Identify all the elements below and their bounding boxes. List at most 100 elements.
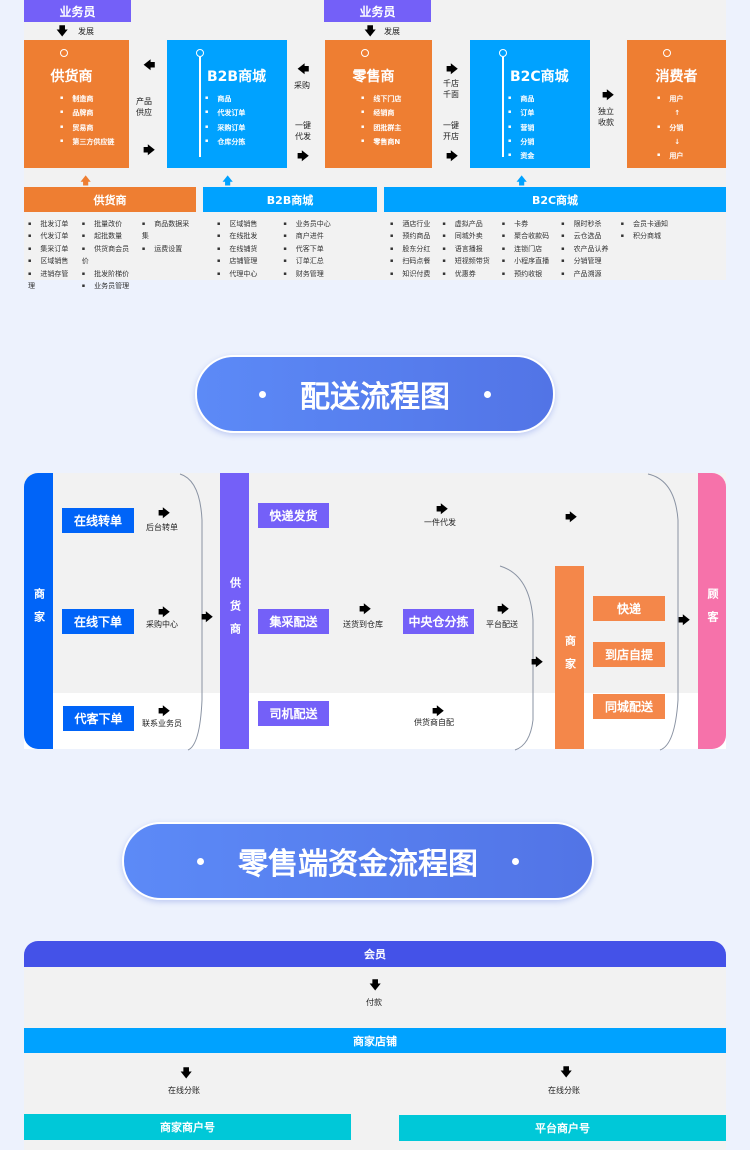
purchase-label: 采购 [294, 81, 310, 90]
arrow-right-icon: 🡆 [531, 655, 544, 669]
b2b-features-header: B2B商城 [203, 187, 377, 212]
pay-label: 付款 [366, 998, 382, 1007]
group-delivery-button[interactable]: 集采配送 [258, 609, 329, 634]
b2c-items: 商品订单营销分销资金 [508, 92, 534, 163]
product-supply-label: 产品 供应 [136, 97, 152, 118]
feature-item: 财务管理 [283, 268, 330, 280]
one-click-open-label: 一键 开店 [443, 121, 459, 142]
feature-item: 区域销售 [28, 255, 72, 267]
feature-column: 虚拟产品同城外卖语言播报短视频带货优惠券 [442, 218, 490, 280]
feature-item: 订单汇总 [283, 255, 330, 267]
online-transfer-button[interactable]: 在线转单 [62, 508, 134, 533]
same-city-delivery-button[interactable]: 同城配送 [593, 694, 665, 719]
list-item: 营销 [508, 121, 534, 135]
feature-item: 起批数量 [82, 230, 132, 242]
funds-title-banner: 零售端资金流程图 [122, 822, 594, 900]
one-click-dropship-label: 一键 代发 [295, 121, 311, 142]
feature-item: 聚合收款码 [502, 230, 549, 242]
b2b-items: 商品代发订单采购订单仓库分拣 [205, 92, 245, 149]
pin-icon [196, 49, 204, 57]
arrow-right-icon: 🡆 [497, 602, 510, 616]
feature-item: 酒店行业 [390, 218, 430, 230]
feature-item: 商品数据采集 [142, 218, 192, 243]
feature-item: 积分商城 [621, 230, 668, 242]
feature-item: 商户进件 [283, 230, 330, 242]
merchant-store-bar: 商家店铺 [24, 1028, 726, 1053]
b2c-title: B2C商城 [510, 69, 569, 85]
express-ship-button[interactable]: 快递发货 [258, 503, 329, 528]
independent-pay-label: 独立 收款 [598, 107, 614, 128]
arrow-down-icon: 🡇 [56, 24, 69, 38]
b2c-features-header: B2C商城 [384, 187, 726, 212]
feature-item: 供货商会员价 [82, 243, 132, 268]
feature-item: 代理中心 [217, 268, 257, 280]
arrow-down-icon: 🡇 [364, 24, 377, 38]
feature-item: 区域销售 [217, 218, 257, 230]
arrow-down-icon: 🡇 [560, 1065, 573, 1079]
develop-label-left: 发展 [78, 27, 94, 36]
express-button[interactable]: 快递 [593, 596, 665, 621]
feature-item: 代客下单 [283, 243, 330, 255]
list-item: 商品 [205, 92, 245, 106]
online-order-button[interactable]: 在线下单 [62, 609, 134, 634]
feature-item: 农产品认养 [561, 243, 609, 255]
consumer-title: 消费者 [655, 69, 698, 85]
list-item: 代发订单 [205, 106, 245, 120]
driver-delivery-button[interactable]: 司机配送 [258, 701, 329, 726]
arrow-right-icon: 🡆 [297, 149, 310, 163]
thousand-stores-label: 千店 千面 [443, 79, 459, 100]
feature-column: 会员卡通知积分商城 [621, 218, 668, 280]
retailer-title: 零售商 [352, 69, 395, 85]
arrow-right-icon: 🡆 [158, 605, 171, 619]
supplier-items: 制造商品牌商贸易商第三方供应链 [60, 92, 114, 149]
arrow-right-icon: 🡆 [158, 506, 171, 520]
feature-item: 虚拟产品 [442, 218, 489, 230]
feature-item: 业务员中心 [283, 218, 331, 230]
arrow-right-icon: 🡆 [158, 704, 171, 718]
feature-column: 商品数据采集运费设置 [142, 218, 192, 293]
list-item: 零售商N [361, 135, 401, 149]
platform-delivery-label: 平台配送 [486, 620, 518, 629]
arrow-right-icon: 🡆 [201, 610, 214, 624]
feature-item: 预约收银 [502, 268, 549, 280]
dot-icon [259, 390, 266, 398]
to-warehouse-label: 送货到仓库 [343, 620, 383, 629]
feature-item: 卡券 [502, 218, 549, 230]
member-bar: 会员 [24, 941, 726, 967]
list-item: 品牌商 [60, 106, 114, 120]
list-item: 制造商 [60, 92, 114, 106]
feature-column: 酒店行业预约商品股东分红扫码点餐知识付费 [390, 218, 430, 280]
list-item: 分销 [657, 121, 683, 135]
arrow-right-icon: 🡆 [446, 62, 459, 76]
supplier-self-delivery-label: 供货商自配 [414, 718, 454, 727]
backend-transfer-label: 后台转单 [146, 523, 178, 532]
platform-account-bar: 平台商户号 [399, 1115, 726, 1141]
list-item: 第三方供应链 [60, 135, 114, 149]
central-sort-button[interactable]: 中央仓分拣 [403, 609, 474, 634]
arrow-right-icon: 🡆 [446, 149, 459, 163]
list-item: 订单 [508, 106, 534, 120]
b2b-features-list: 区域销售在线批发在线铺货店铺管理代理中心业务员中心商户进件代客下单订单汇总财务管… [203, 212, 377, 286]
proxy-order-button[interactable]: 代客下单 [63, 706, 134, 731]
arrow-right-icon: 🡆 [432, 704, 445, 718]
list-item: ↑ [674, 109, 681, 117]
feature-item: 小程序直播 [502, 255, 549, 267]
feature-item: 业务员管理 [82, 280, 132, 292]
arrow-right-icon: 🡆 [143, 143, 156, 157]
arrow-right-icon: 🡆 [359, 602, 372, 616]
feature-item: 集采订单 [28, 243, 72, 255]
funds-title: 零售端资金流程图 [238, 847, 478, 882]
feature-item: 会员卡通知 [621, 218, 668, 230]
b2b-box: B2B商城商品代发订单采购订单仓库分拣 [167, 40, 287, 168]
pin-icon [60, 49, 68, 57]
retailer-box: 零售商线下门店经销商团批群主零售商N [325, 40, 432, 168]
feature-item: 批发订单 [28, 218, 72, 230]
b2c-box: B2C商城商品订单营销分销资金 [470, 40, 590, 168]
list-item: 贸易商 [60, 121, 114, 135]
store-pickup-button[interactable]: 到店自提 [593, 642, 665, 667]
retailer-items: 线下门店经销商团批群主零售商N [361, 92, 401, 149]
feature-item: 连锁门店 [502, 243, 549, 255]
feature-column: 业务员中心商户进件代客下单订单汇总财务管理 [283, 218, 331, 280]
one-piece-dropship-label: 一件代发 [424, 518, 456, 527]
feature-item: 短视频带货 [442, 255, 490, 267]
